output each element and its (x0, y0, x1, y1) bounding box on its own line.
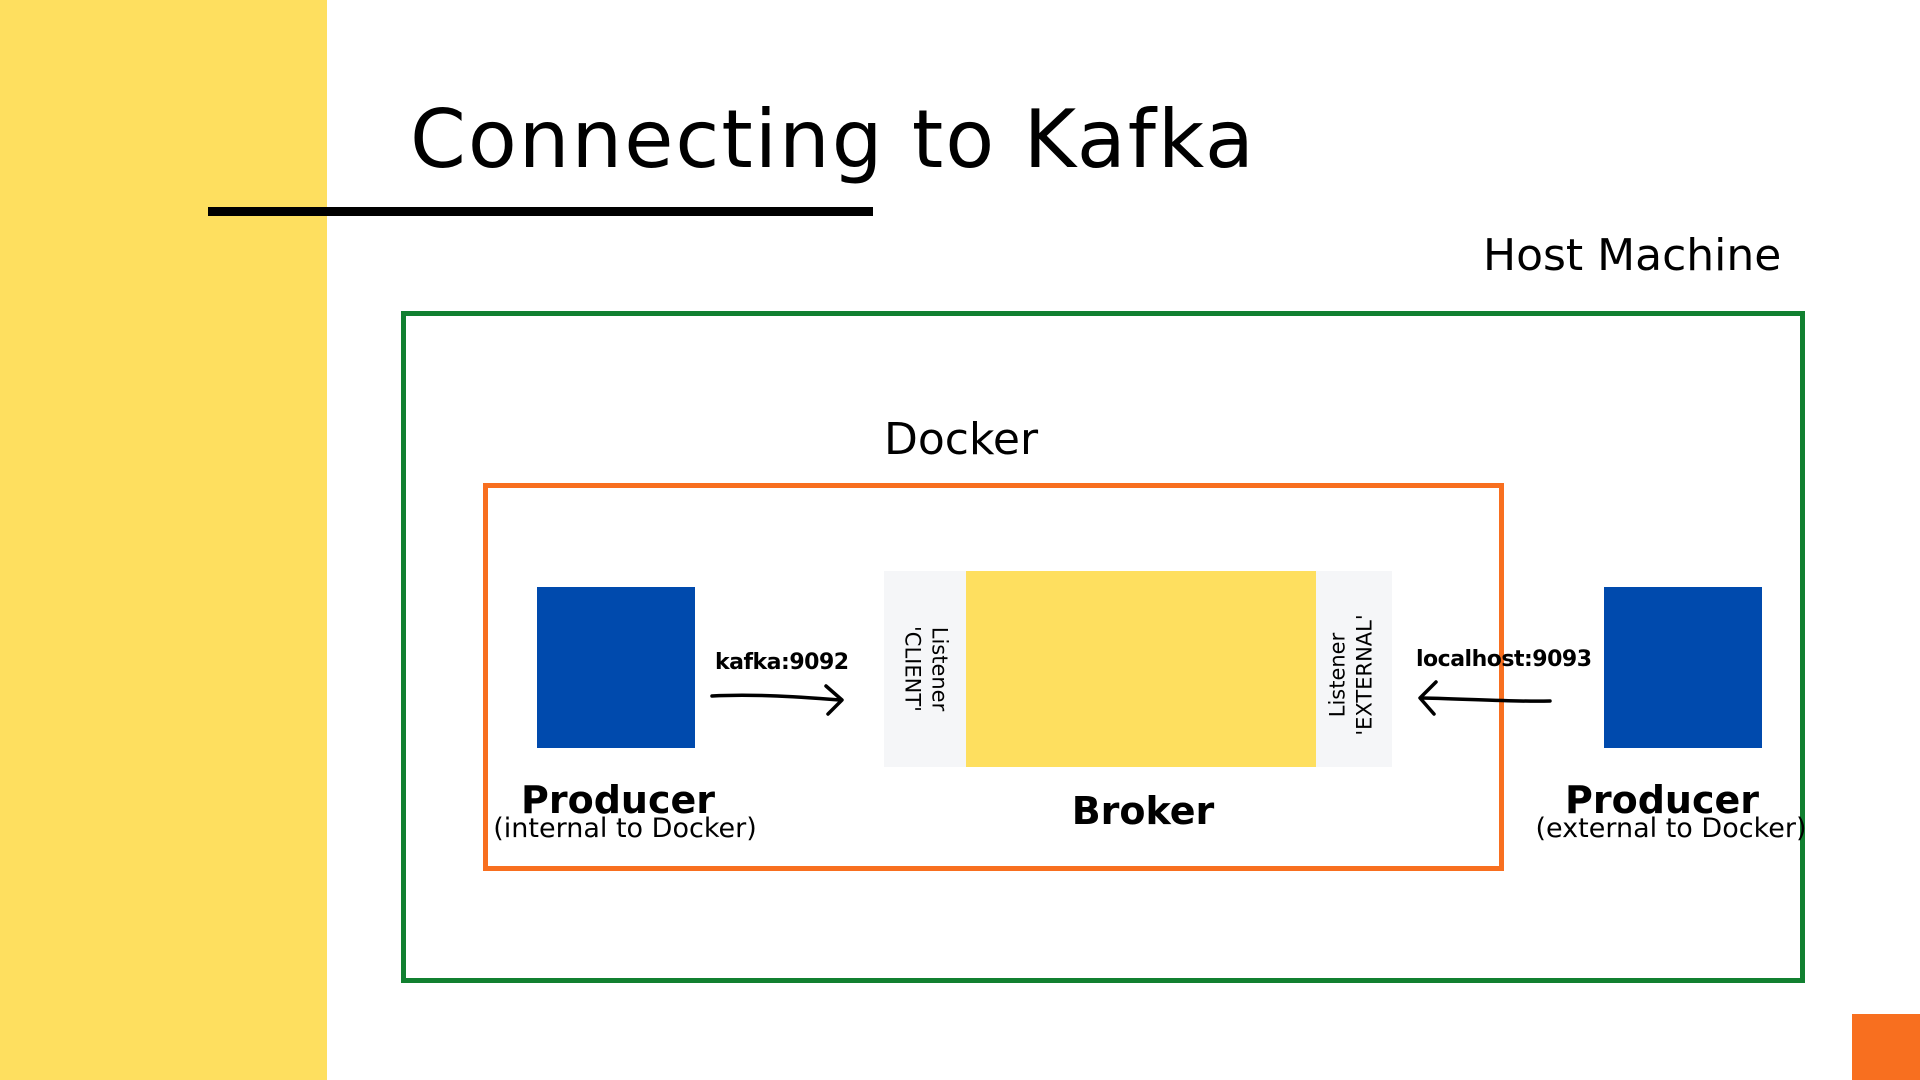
kafka-port-label: kafka:9092 (715, 650, 849, 675)
listener-client-line1: Listener (927, 626, 952, 712)
listener-external-label: Listener 'EXTERNAL' (1325, 614, 1380, 735)
host-machine-box (401, 311, 1805, 983)
title-underline (208, 207, 873, 216)
broker-title: Broker (1071, 789, 1215, 833)
producer-external-title: Producer (1565, 778, 1759, 822)
producer-internal-subtitle: (internal to Docker) (493, 813, 757, 844)
listener-external-line1: Listener (1325, 632, 1350, 718)
slide-title: Connecting to Kafka (410, 93, 1256, 186)
producer-external-block (1604, 587, 1762, 748)
listener-client-panel (884, 571, 967, 767)
corner-accent (1852, 1014, 1920, 1080)
docker-box (483, 483, 1504, 871)
producer-internal-title: Producer (521, 778, 715, 822)
broker-block (966, 571, 1317, 767)
producer-internal-block (537, 587, 695, 748)
listener-client-label: Listener 'CLIENT' (898, 626, 953, 712)
listener-client-line2: 'CLIENT' (900, 626, 924, 712)
localhost-port-label: localhost:9093 (1416, 647, 1592, 672)
producer-external-subtitle: (external to Docker) (1535, 813, 1807, 844)
listener-external-line2: 'EXTERNAL' (1353, 614, 1377, 736)
host-machine-label: Host Machine (1483, 230, 1782, 281)
arrow-left-icon (1418, 680, 1552, 716)
sidebar-accent (0, 0, 327, 1080)
docker-label: Docker (884, 414, 1039, 465)
listener-external-panel (1316, 571, 1392, 767)
arrow-right-icon (710, 684, 844, 716)
